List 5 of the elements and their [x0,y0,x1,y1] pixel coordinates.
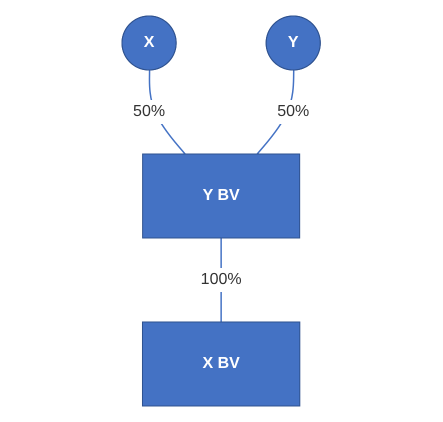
edge-label: 50% [133,102,166,120]
node-box: X BV [142,322,301,406]
edge-label: 50% [278,102,310,120]
edge-label: 100% [201,270,242,288]
node-box: Y BV [142,154,301,238]
